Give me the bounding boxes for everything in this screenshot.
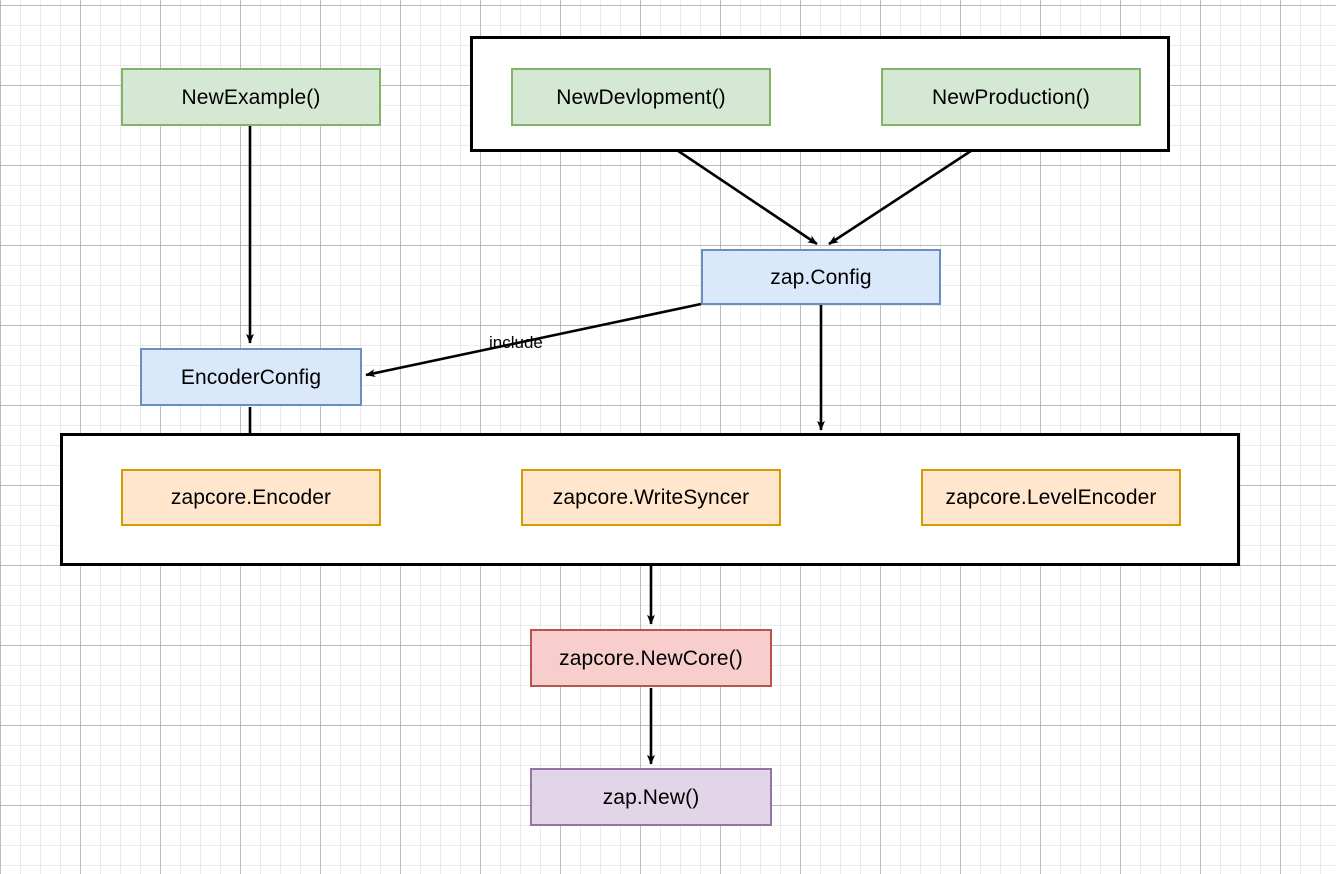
node-zapcore-writesyncer[interactable]: zapcore.WriteSyncer bbox=[521, 469, 781, 526]
node-zapcore-newcore-label: zapcore.NewCore() bbox=[559, 646, 743, 670]
node-encoder-config[interactable]: EncoderConfig bbox=[140, 348, 362, 406]
node-zap-config[interactable]: zap.Config bbox=[701, 249, 941, 305]
node-zapcore-encoder[interactable]: zapcore.Encoder bbox=[121, 469, 381, 526]
node-zapcore-levelencoder-label: zapcore.LevelEncoder bbox=[945, 486, 1157, 509]
node-new-devlopment[interactable]: NewDevlopment() bbox=[511, 68, 771, 126]
node-zapcore-levelencoder[interactable]: zapcore.LevelEncoder bbox=[921, 469, 1181, 526]
node-new-example[interactable]: NewExample() bbox=[121, 68, 381, 126]
edge-label-include: include bbox=[489, 334, 543, 351]
node-zapcore-newcore[interactable]: zapcore.NewCore() bbox=[530, 629, 772, 687]
node-zap-config-label: zap.Config bbox=[770, 265, 872, 289]
node-new-example-label: NewExample() bbox=[181, 85, 321, 109]
edge-label-include-text: include bbox=[489, 333, 543, 352]
node-new-production[interactable]: NewProduction() bbox=[881, 68, 1141, 126]
node-zapcore-writesyncer-label: zapcore.WriteSyncer bbox=[552, 486, 750, 509]
node-new-production-label: NewProduction() bbox=[932, 85, 1090, 109]
node-zapcore-encoder-label: zapcore.Encoder bbox=[170, 486, 332, 509]
node-zap-new[interactable]: zap.New() bbox=[530, 768, 772, 826]
node-zap-new-label: zap.New() bbox=[602, 785, 700, 809]
node-encoder-config-label: EncoderConfig bbox=[180, 365, 322, 389]
node-new-devlopment-label: NewDevlopment() bbox=[556, 85, 726, 109]
